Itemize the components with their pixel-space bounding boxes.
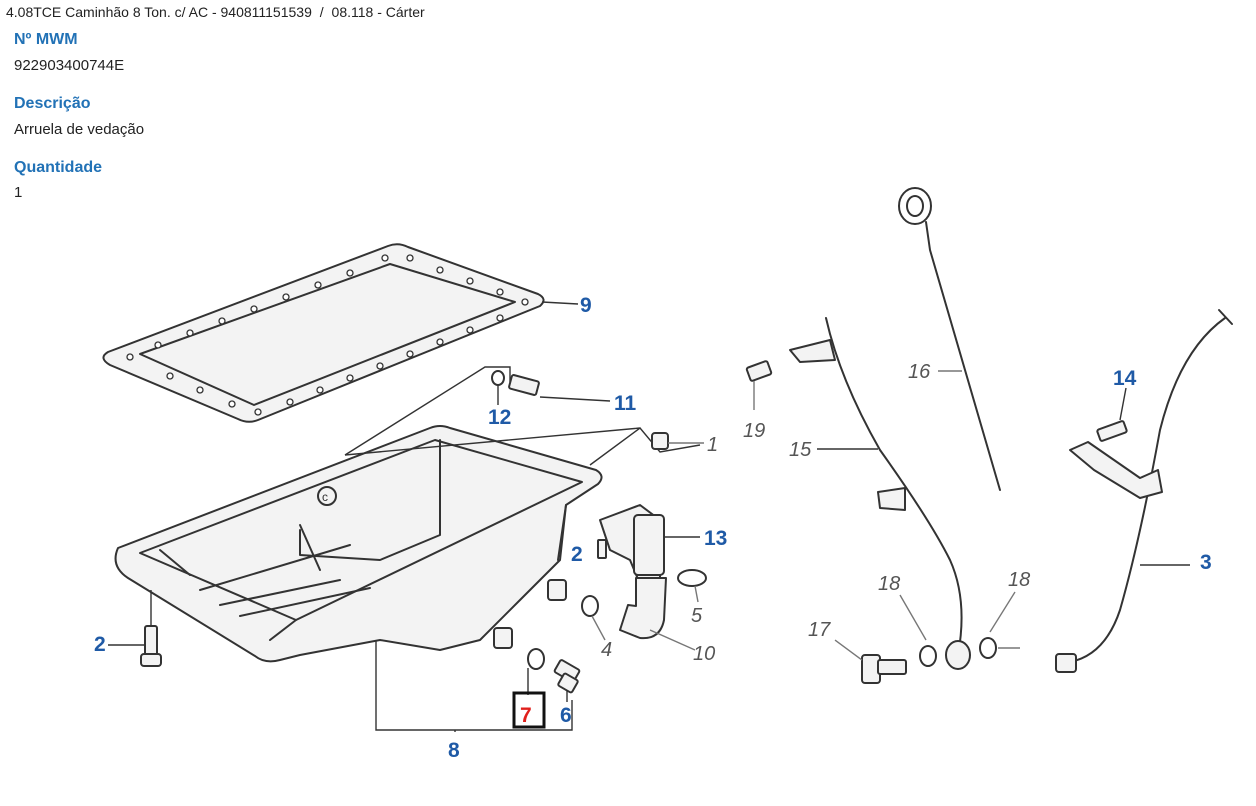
washer-18b[interactable]	[979, 637, 997, 659]
callout-13[interactable]: 13	[704, 527, 727, 550]
breadcrumb-model[interactable]: 4.08TCE Caminhão 8 Ton. c/ AC - 94081115…	[6, 4, 312, 20]
breadcrumb-separator: /	[319, 4, 324, 20]
sealing-washer[interactable]	[527, 648, 545, 670]
description-label: Descrição	[14, 95, 91, 112]
oil-pan-gasket[interactable]	[102, 243, 545, 423]
callout-15[interactable]: 15	[789, 439, 812, 461]
bracket-14[interactable]	[1069, 420, 1163, 499]
selected-callout-box	[512, 691, 546, 729]
callout-17[interactable]: 17	[808, 619, 831, 641]
suction-pipe-10[interactable]	[619, 577, 667, 640]
callout-3[interactable]: 3	[1200, 551, 1212, 574]
oil-pan[interactable]: c	[114, 425, 603, 663]
part-number-value: 922903400744E	[14, 57, 125, 74]
dipstick-tube-15[interactable]	[789, 317, 971, 670]
fitting-11[interactable]	[491, 370, 540, 396]
callout-12[interactable]: 12	[488, 406, 511, 429]
quantity-value: 1	[14, 184, 23, 201]
callout-2-small[interactable]: 2	[571, 543, 583, 566]
bolt-2-small[interactable]	[597, 539, 607, 559]
callout-4[interactable]: 4	[601, 639, 612, 661]
callout-14[interactable]: 14	[1113, 367, 1137, 390]
description-value: Arruela de vedação	[14, 121, 145, 138]
part-number-label: Nº MWM	[14, 31, 78, 48]
seal-4[interactable]	[581, 595, 599, 617]
callout-10[interactable]: 10	[693, 643, 715, 665]
callout-2-left[interactable]: 2	[94, 633, 106, 656]
plug-1[interactable]	[651, 432, 669, 450]
bolt-17[interactable]	[861, 654, 907, 684]
callout-18-left[interactable]: 18	[878, 573, 900, 595]
svg-text:c: c	[322, 490, 328, 504]
bolt-2-left[interactable]	[140, 625, 162, 667]
breadcrumb-section[interactable]: 08.118 - Cárter	[331, 4, 425, 20]
callout-8[interactable]: 8	[448, 739, 460, 762]
strainer-13[interactable]	[599, 504, 665, 585]
callout-1[interactable]: 1	[707, 434, 718, 456]
drain-plug[interactable]	[553, 659, 581, 694]
quantity-label: Quantidade	[14, 159, 103, 176]
breadcrumb: 4.08TCE Caminhão 8 Ton. c/ AC - 94081115…	[6, 4, 425, 20]
pipe-3[interactable]	[1055, 309, 1233, 673]
screw-19[interactable]	[745, 360, 773, 382]
callout-7[interactable]: 7	[520, 704, 532, 727]
hose-clamp-5[interactable]	[677, 569, 707, 587]
callout-6[interactable]: 6	[560, 704, 572, 727]
callout-16[interactable]: 16	[908, 361, 931, 383]
callout-9[interactable]: 9	[580, 294, 592, 317]
callout-11[interactable]: 11	[614, 392, 637, 415]
callout-19[interactable]: 19	[743, 420, 765, 442]
dipstick-16[interactable]	[898, 187, 1001, 491]
callout-5[interactable]: 5	[691, 605, 703, 627]
callout-18-right[interactable]: 18	[1008, 569, 1030, 591]
washer-18a[interactable]	[919, 645, 937, 667]
